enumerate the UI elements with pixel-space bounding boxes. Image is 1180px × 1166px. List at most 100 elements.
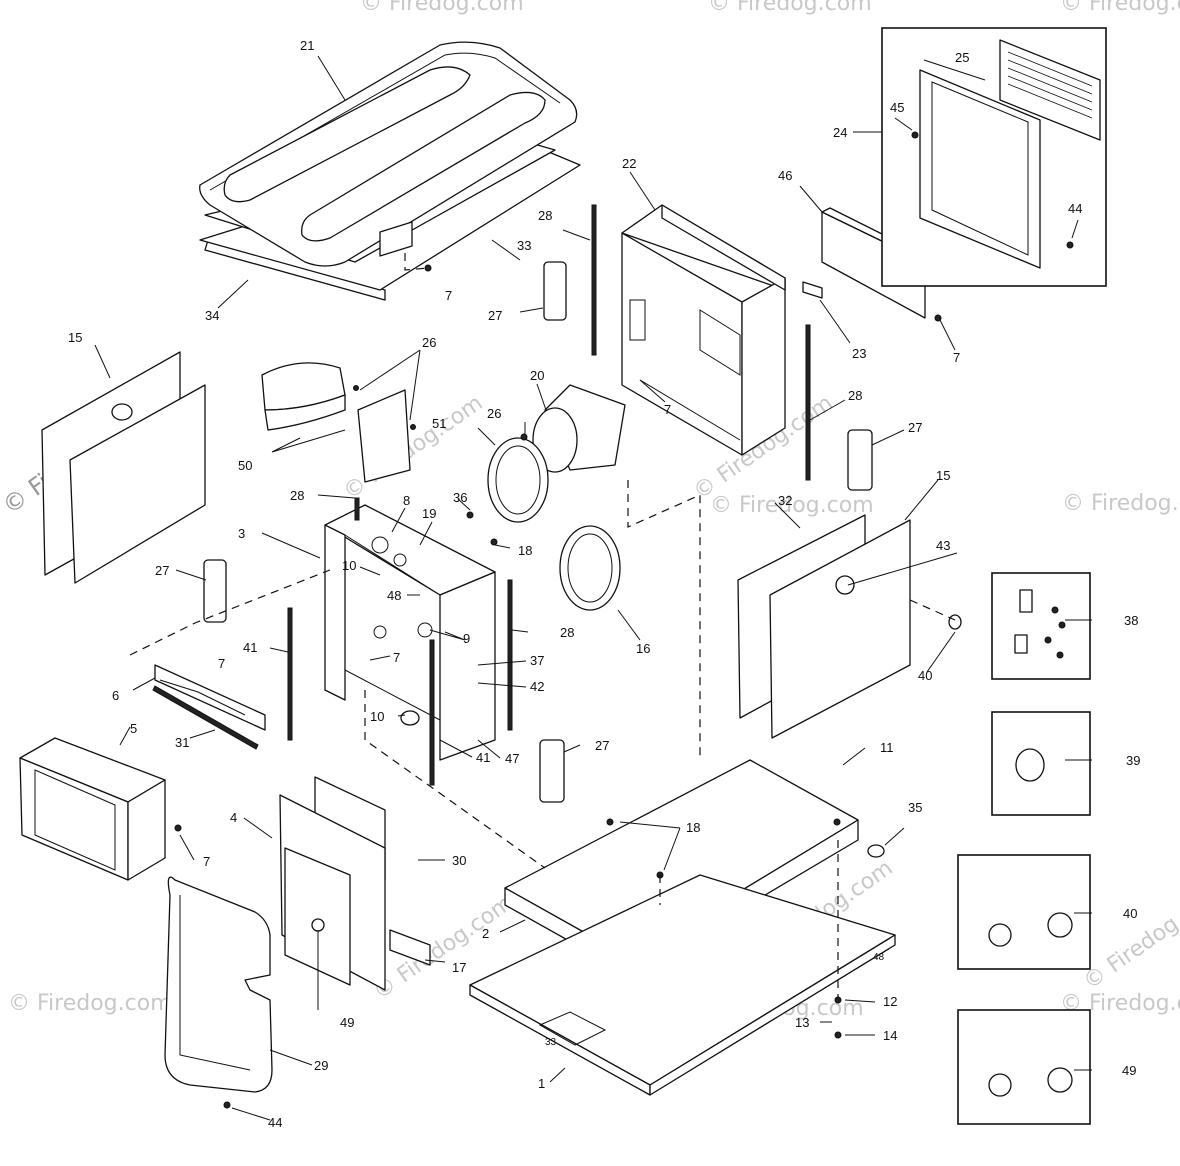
callout-39: 39 bbox=[1126, 753, 1140, 768]
callout-10: 10 bbox=[342, 558, 356, 573]
watermark: © Firedog.com bbox=[1060, 0, 1180, 16]
callout-38: 38 bbox=[1124, 613, 1138, 628]
callout-18: 18 bbox=[686, 820, 700, 835]
callout-30: 30 bbox=[452, 853, 466, 868]
callout-40: 40 bbox=[918, 668, 932, 683]
callout-21: 21 bbox=[300, 38, 314, 53]
shroud bbox=[164, 876, 273, 1093]
callout-28: 28 bbox=[848, 388, 862, 403]
callout-15: 15 bbox=[936, 468, 950, 483]
callout-42: 42 bbox=[530, 679, 544, 694]
callout-41: 41 bbox=[476, 750, 490, 765]
callout-13: 13 bbox=[795, 1015, 809, 1030]
callout-7: 7 bbox=[203, 854, 210, 869]
callout-49: 49 bbox=[1122, 1063, 1136, 1078]
callout-5: 5 bbox=[130, 721, 137, 736]
part-49-box bbox=[957, 1009, 1091, 1125]
callout-43: 43 bbox=[936, 538, 950, 553]
callout-2: 2 bbox=[482, 926, 489, 941]
callout-51: 51 bbox=[432, 416, 446, 431]
part-38-box bbox=[991, 572, 1091, 680]
callout-7: 7 bbox=[445, 288, 452, 303]
accessory-boxes bbox=[957, 572, 1091, 1125]
callout-23: 23 bbox=[852, 346, 866, 361]
callout-20: 20 bbox=[530, 368, 544, 383]
callout-7: 7 bbox=[664, 402, 671, 417]
callout-36: 36 bbox=[453, 490, 467, 505]
callout-3: 3 bbox=[238, 526, 245, 541]
callout-16: 16 bbox=[636, 641, 650, 656]
callout-46: 46 bbox=[778, 168, 792, 183]
air-ducts bbox=[261, 362, 411, 483]
center-housing bbox=[324, 504, 496, 761]
callout-28: 28 bbox=[560, 625, 574, 640]
callout-11: 11 bbox=[880, 740, 894, 755]
callout-34: 34 bbox=[205, 308, 219, 323]
callout-27: 27 bbox=[155, 563, 169, 578]
callout-27: 27 bbox=[595, 738, 609, 753]
base-plates bbox=[469, 759, 896, 1096]
callout-15: 15 bbox=[68, 330, 82, 345]
callout-1: 1 bbox=[538, 1076, 545, 1091]
right-panels bbox=[737, 514, 962, 739]
callout-37: 37 bbox=[530, 653, 544, 668]
callout-17: 17 bbox=[452, 960, 466, 975]
callout-44: 44 bbox=[268, 1115, 282, 1130]
callout-33: 33 bbox=[517, 238, 531, 253]
callout-41: 41 bbox=[243, 640, 257, 655]
watermark: © Firedog.com bbox=[708, 0, 872, 16]
callout-14: 14 bbox=[883, 1028, 897, 1043]
callout-10: 10 bbox=[370, 709, 384, 724]
watermark: © Firedog.com bbox=[360, 0, 524, 16]
callout-6: 6 bbox=[112, 688, 119, 703]
callout-44: 44 bbox=[1068, 201, 1082, 216]
base-mark-33: 33 bbox=[545, 1037, 557, 1048]
leader-lines bbox=[94, 55, 1092, 1121]
callout-7: 7 bbox=[218, 656, 225, 671]
callout-24: 24 bbox=[833, 125, 847, 140]
callout-8: 8 bbox=[403, 493, 410, 508]
callout-28: 28 bbox=[538, 208, 552, 223]
callout-labels: 21 22 33 34 7 28 27 24 25 45 44 46 23 7 … bbox=[68, 38, 1140, 1130]
callout-7: 7 bbox=[953, 350, 960, 365]
callout-49: 49 bbox=[340, 1015, 354, 1030]
callout-26: 26 bbox=[487, 406, 501, 421]
assembly-guides bbox=[129, 253, 956, 1000]
callout-27: 27 bbox=[488, 308, 502, 323]
watermark: © Firedog.com bbox=[1079, 881, 1180, 995]
callout-26: 26 bbox=[422, 335, 436, 350]
top-cover-assembly bbox=[199, 41, 581, 301]
callout-27: 27 bbox=[908, 420, 922, 435]
watermark: © Firedog.com bbox=[8, 991, 172, 1016]
callout-35: 35 bbox=[908, 800, 922, 815]
callout-7: 7 bbox=[393, 650, 400, 665]
callout-48: 48 bbox=[387, 588, 401, 603]
callout-4: 4 bbox=[230, 810, 237, 825]
callout-40: 40 bbox=[1123, 906, 1137, 921]
part-40-box bbox=[957, 854, 1091, 970]
callout-47: 47 bbox=[505, 751, 519, 766]
blower-components bbox=[487, 384, 626, 611]
control-bracket bbox=[19, 737, 166, 881]
callout-28: 28 bbox=[290, 488, 304, 503]
base-mark-48: 48 bbox=[873, 952, 885, 963]
callout-22: 22 bbox=[622, 156, 636, 171]
callout-18: 18 bbox=[518, 543, 532, 558]
callout-32: 32 bbox=[778, 493, 792, 508]
small-grilles bbox=[203, 261, 873, 803]
callout-25: 25 bbox=[955, 50, 969, 65]
watermark: © Firedog.com bbox=[710, 493, 874, 518]
rear-housing bbox=[621, 204, 786, 456]
callout-12: 12 bbox=[883, 994, 897, 1009]
left-side-panels bbox=[41, 351, 206, 584]
callout-29: 29 bbox=[314, 1058, 328, 1073]
callout-9: 9 bbox=[463, 631, 470, 646]
callout-19: 19 bbox=[422, 506, 436, 521]
callout-45: 45 bbox=[890, 100, 904, 115]
callout-31: 31 bbox=[175, 735, 189, 750]
electrical-box bbox=[279, 776, 431, 991]
watermark: © Firedog.com bbox=[1062, 491, 1180, 516]
callout-50: 50 bbox=[238, 458, 252, 473]
